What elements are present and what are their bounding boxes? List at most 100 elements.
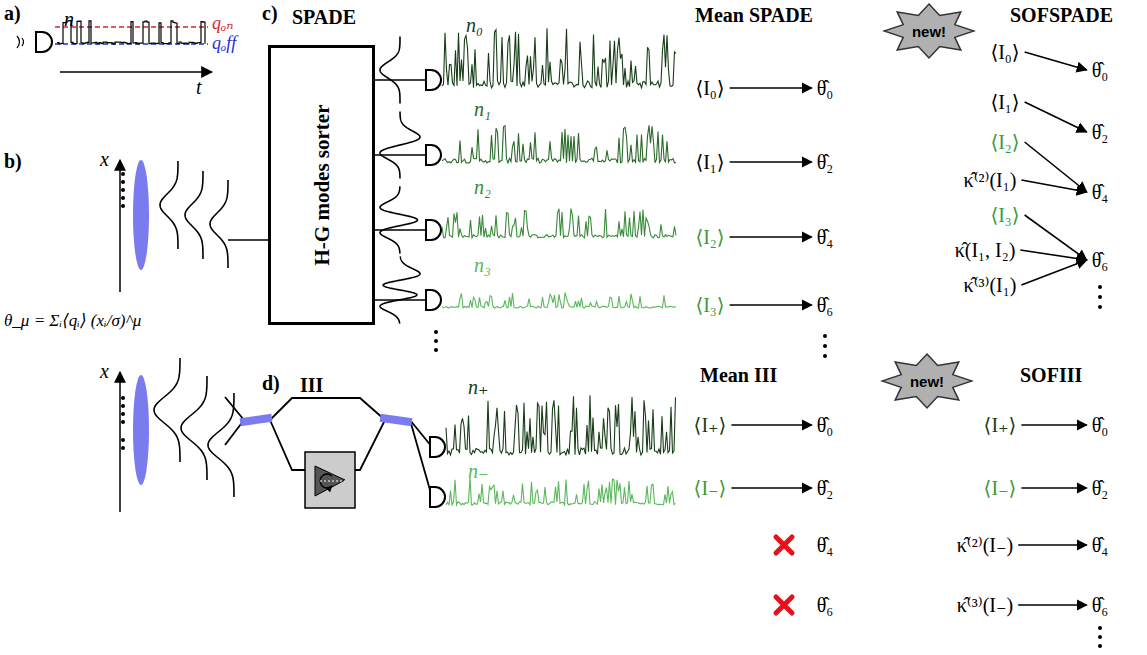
math-term: θ̂₂	[815, 150, 836, 175]
estimator-term: ⟨I₊⟩	[692, 413, 729, 438]
ellipsis-dot	[121, 396, 125, 400]
photon-count-trace	[442, 293, 676, 308]
math-term: θ̂₀	[1090, 413, 1111, 438]
ellipsis-dot	[121, 204, 125, 208]
math-term: θ̂₀	[815, 413, 836, 438]
symbol-label: qₒₙ	[212, 14, 233, 34]
math-term: θ̂₆	[815, 293, 836, 318]
math-term: ⟨I₊⟩	[692, 413, 729, 438]
math-term: ⟨I₂⟩	[693, 225, 726, 250]
estimator-term: ⟨I₁⟩	[988, 90, 1021, 115]
ellipsis-dot	[121, 438, 125, 442]
estimator-arrow	[1018, 604, 1087, 606]
estimator-term: ⟨I₋⟩	[982, 476, 1019, 501]
ellipsis-dot	[1098, 285, 1102, 289]
math-term: θ̂₂	[1090, 120, 1111, 145]
estimator-term: κ̂⁽³⁾(I₁)	[962, 273, 1019, 298]
symbol-label: x	[100, 360, 109, 382]
estimator-term: κ̂⁽³⁾(I₋)	[955, 593, 1015, 618]
estimator-term: θ̂₀	[1090, 58, 1111, 83]
ellipsis-dot	[121, 172, 125, 176]
detector-symbol	[430, 487, 445, 507]
estimator-term: θ̂₄	[815, 533, 836, 558]
estimator-arrow	[1025, 52, 1087, 70]
unavailable-mark	[776, 537, 792, 613]
panel-heading: a)	[4, 2, 21, 24]
estimator-term: θ̂₀	[815, 413, 836, 438]
estimator-arrow	[730, 87, 812, 89]
math-term: κ̂⁽²⁾(I₁)	[962, 168, 1019, 193]
panel-heading: b)	[4, 150, 22, 172]
new-star: new!	[880, 352, 974, 410]
estimator-term: θ̂₆	[815, 293, 836, 318]
sorter-label: H-G modes sorter	[309, 105, 334, 266]
ellipsis-dot	[121, 180, 125, 184]
math-term: κ̂(I₁, I₂)	[953, 238, 1018, 263]
psf-profile	[185, 171, 203, 259]
estimator-term: θ̂₂	[1090, 476, 1111, 501]
estimator-arrow	[731, 487, 811, 489]
estimator-term: ⟨I₀⟩	[693, 76, 726, 101]
image-inverter	[305, 452, 355, 508]
interferometer-paths	[225, 397, 432, 497]
beam-splitter	[380, 414, 413, 426]
math-term: θ̂₀	[815, 76, 836, 101]
math-term: ⟨I₊⟩	[982, 413, 1019, 438]
math-term: ⟨I₀⟩	[693, 76, 726, 101]
ellipsis-dot	[121, 404, 125, 408]
math-term: θ̂₄	[815, 533, 836, 558]
photon-count-trace	[446, 395, 676, 455]
mirror-line	[320, 481, 345, 482]
panel-heading: SOFSPADE	[1010, 4, 1113, 26]
sorter-box: H-G modes sorter	[268, 45, 375, 325]
estimator-term: ⟨I₁⟩	[693, 150, 726, 175]
math-term: ⟨I₃⟩	[693, 293, 726, 318]
estimator-term: κ̂⁽²⁾(I₋)	[955, 533, 1015, 558]
star-label: new!	[912, 23, 946, 40]
ellipsis-dot	[121, 420, 125, 424]
math-term: θ̂₄	[815, 225, 836, 250]
hg-mode-profile	[380, 186, 417, 253]
math-term: θ̂₆	[1090, 593, 1111, 618]
psf-profile	[154, 358, 180, 462]
ellipsis-dot	[434, 330, 438, 334]
symbol-label: n₃	[474, 254, 491, 276]
estimator-arrow	[1021, 487, 1086, 489]
hg-mode-profile	[380, 111, 420, 178]
math-term: κ̂⁽²⁾(I₋)	[955, 533, 1015, 558]
source-ellipse	[133, 375, 149, 485]
estimator-term: ⟨I₂⟩	[693, 225, 726, 250]
detector-symbol	[426, 70, 441, 90]
estimator-term: θ̂₀	[815, 76, 836, 101]
detector-symbol	[426, 145, 441, 165]
mode-output-line	[375, 299, 426, 301]
math-term: ⟨I₋⟩	[692, 476, 729, 501]
mode-output-line	[375, 79, 426, 81]
star-shape	[882, 354, 972, 408]
ellipsis-dot	[434, 348, 438, 352]
symbol-label: n₊	[468, 376, 489, 398]
symbol-label: t	[196, 76, 202, 98]
math-term: ⟨I₀⟩	[988, 40, 1021, 65]
math-term: ⟨I₋⟩	[982, 476, 1019, 501]
generated-strokes	[57, 21, 1102, 648]
estimator-term: θ̂₂	[1090, 120, 1111, 145]
photon-count-trace	[442, 125, 676, 163]
detector-symbol	[430, 437, 445, 457]
photon-count-trace	[442, 209, 676, 238]
panel-heading: III	[300, 374, 323, 396]
ellipsis-dot	[121, 446, 125, 450]
estimator-term: ⟨I₃⟩	[693, 293, 726, 318]
signal-trace	[57, 21, 205, 44]
math-term: θ̂₀	[1090, 58, 1111, 83]
panel-heading: Mean III	[700, 364, 777, 386]
prism-symbol	[315, 466, 345, 496]
estimator-arrow	[730, 304, 812, 306]
estimator-term: ⟨I₃⟩	[988, 203, 1021, 228]
math-term: ⟨I₁⟩	[988, 90, 1021, 115]
psf-profile	[210, 180, 228, 268]
hg-mode-profile	[380, 256, 420, 323]
detector-symbol	[426, 290, 441, 310]
estimator-arrow	[730, 161, 812, 163]
mode-output-line	[375, 229, 426, 231]
